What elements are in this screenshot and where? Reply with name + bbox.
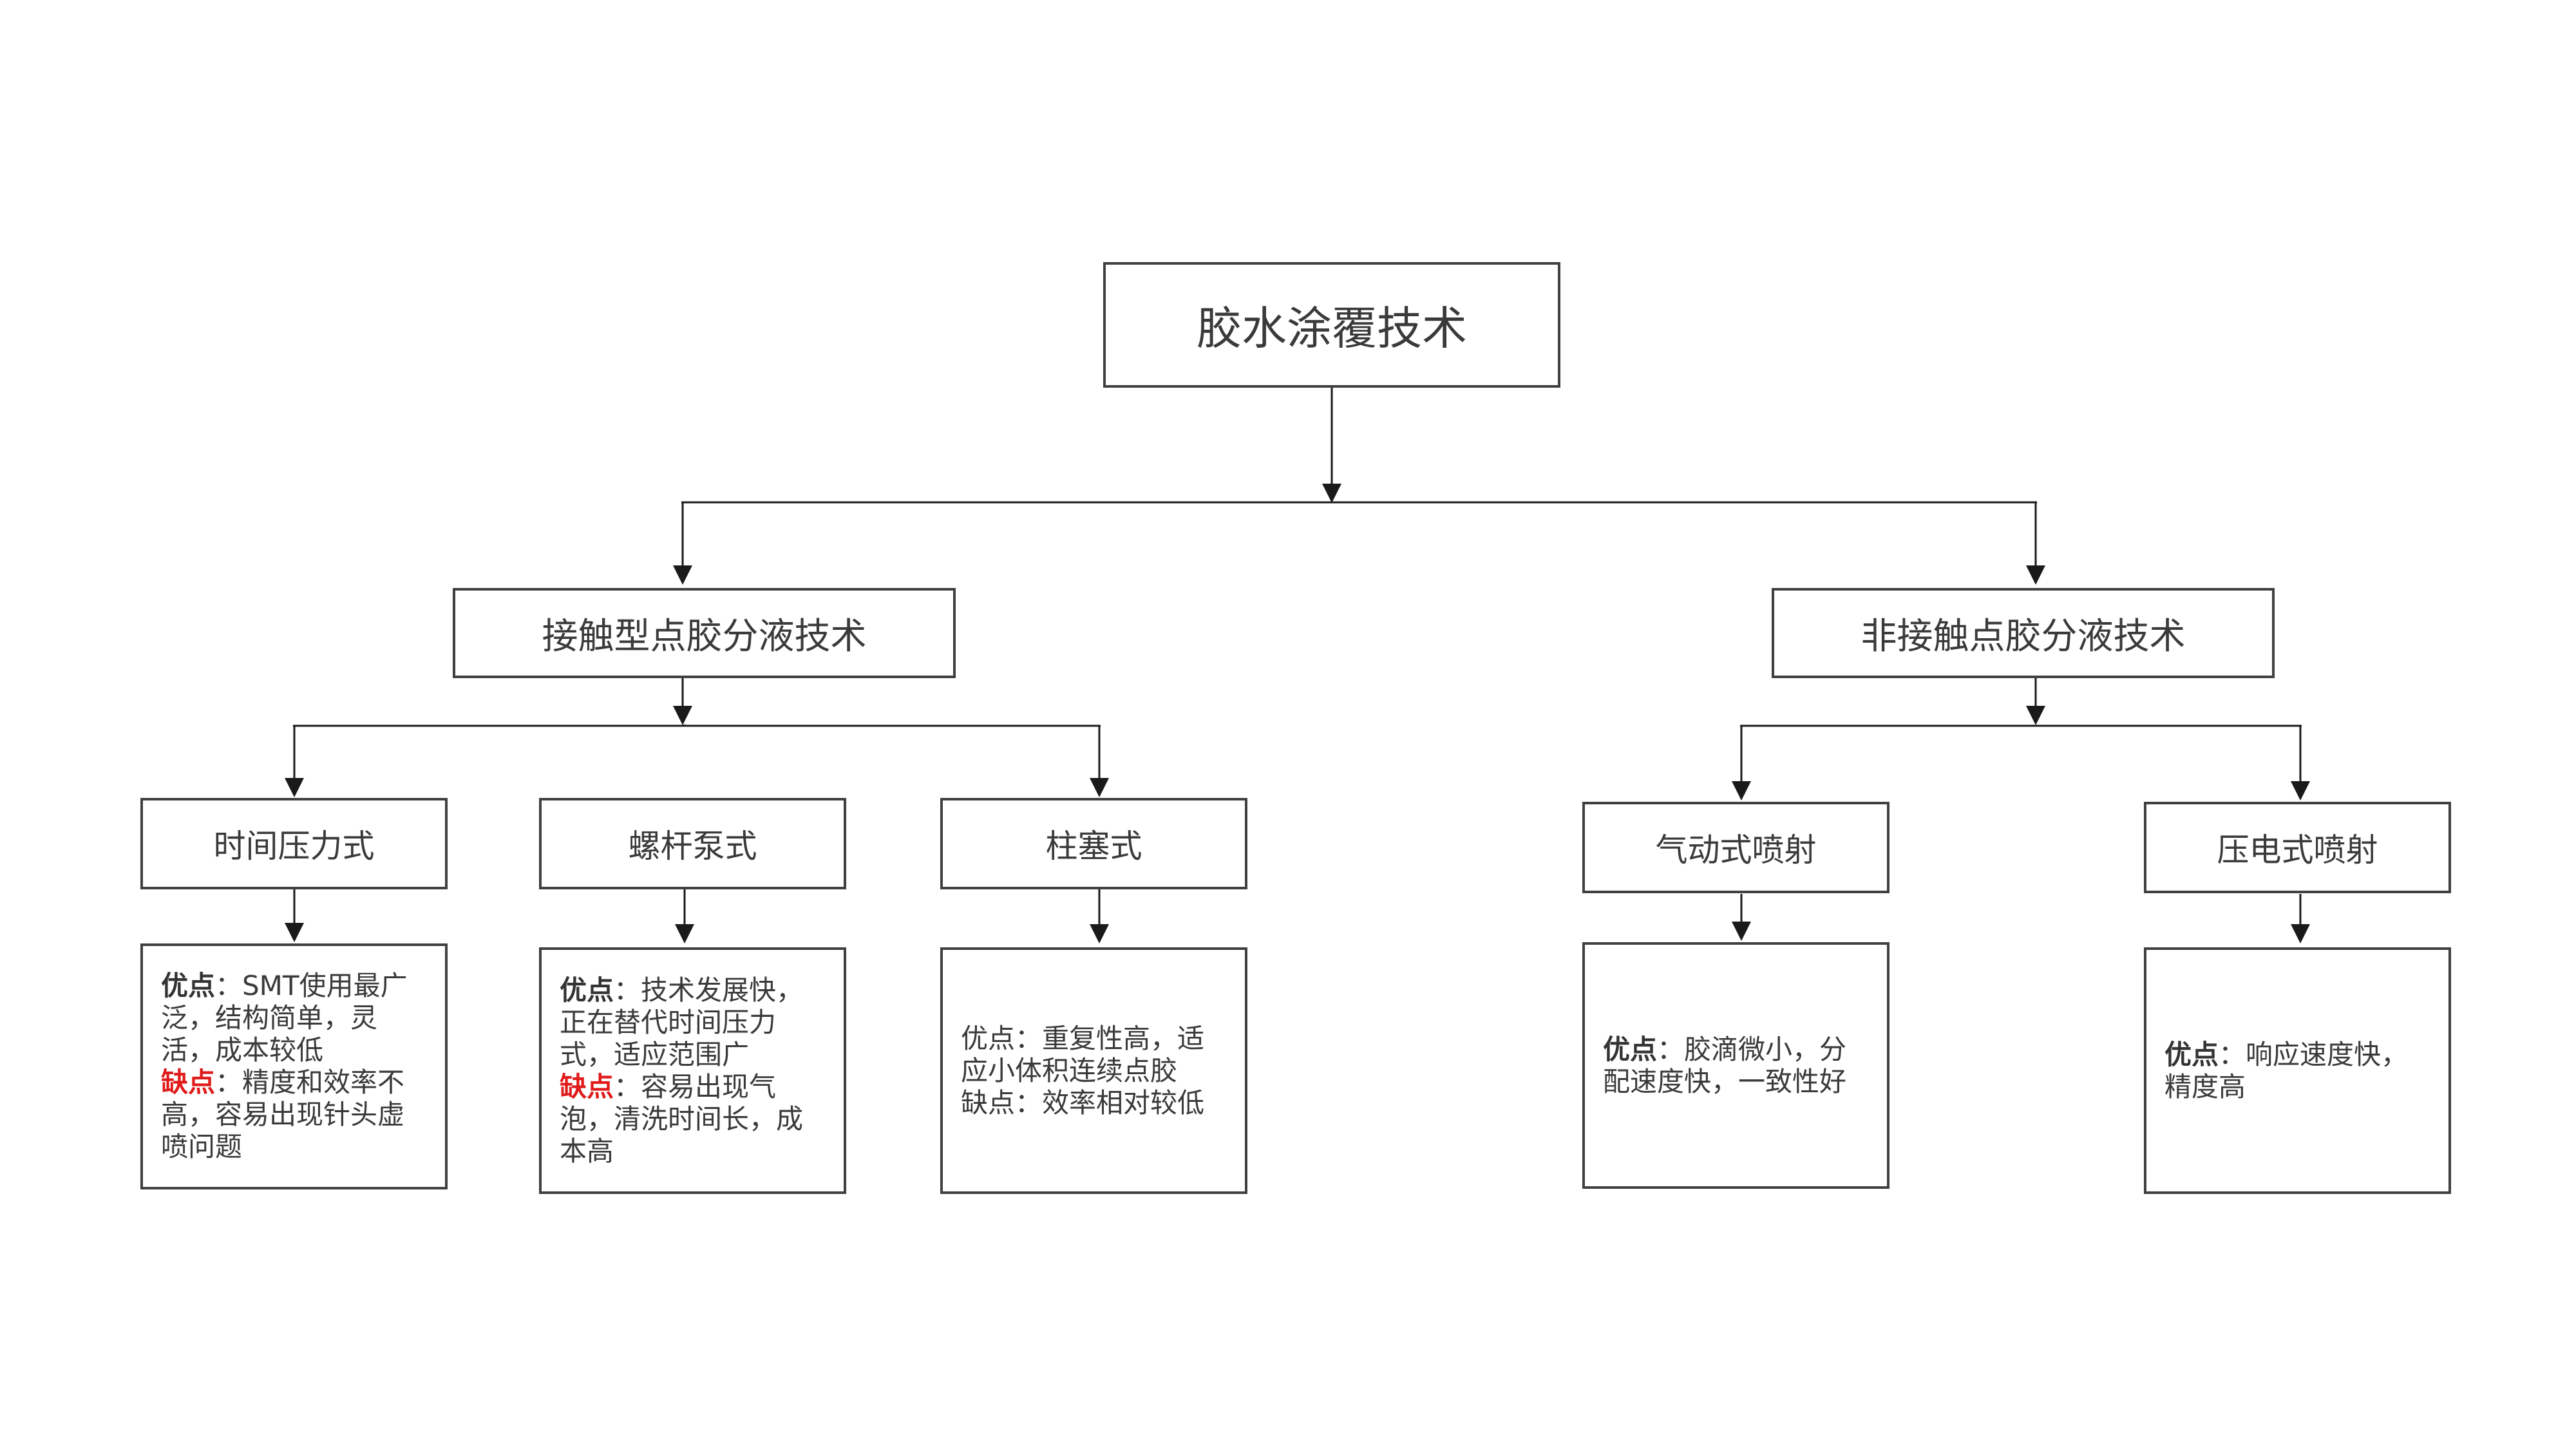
piston-info-text: 优点：重复性高，适应小体积连续点胶 缺点：效率相对较低 [961,1023,1227,1119]
time-pressure-info-text: 优点：SMT使用最广泛，结构简单，灵活，成本较低 缺点：精度和效率不高，容易出现… [161,970,427,1163]
pros-text: 优点：重复性高，适应小体积连续点胶 [961,1022,1205,1086]
cons-label: 缺点 [161,1066,216,1098]
time-pressure-info-box: 优点：SMT使用最广泛，结构简单，灵活，成本较低 缺点：精度和效率不高，容易出现… [140,943,448,1189]
piezo-info-text: 优点：响应速度快，精度高 [2164,1039,2430,1103]
pneumatic-info-text: 优点：胶滴微小，分配速度快，一致性好 [1603,1034,1869,1098]
piezo-info-box: 优点：响应速度快，精度高 [2144,947,2451,1194]
piston-info-box: 优点：重复性高，适应小体积连续点胶 缺点：效率相对较低 [940,947,1247,1194]
pros-text: ：技术发展快，正在替代时间压力式，适应范围广 [560,974,804,1070]
cons-text: ：容易出现气泡，清洗时间长，成本高 [560,1070,804,1167]
cons-text: ：精度和效率不高，容易出现针头虚喷问题 [161,1066,405,1162]
root-node: 胶水涂覆技术 [1103,262,1560,388]
cons-label: 缺点 [560,1070,614,1103]
time-pressure-node: 时间压力式 [140,798,448,889]
pneumatic-label: 气动式喷射 [1655,831,1817,869]
noncontact-branch-node: 非接触点胶分液技术 [1772,588,2275,678]
piston-node: 柱塞式 [940,798,1247,889]
contact-branch-node: 接触型点胶分液技术 [453,588,956,678]
pros-label: 优点 [1603,1033,1658,1065]
pros-label: 优点 [2164,1038,2219,1070]
screw-pump-node: 螺杆泵式 [539,798,846,889]
pneumatic-node: 气动式喷射 [1582,802,1889,893]
cons-text: 缺点：效率相对较低 [961,1086,1205,1119]
root-label: 胶水涂覆技术 [1197,302,1467,355]
pros-text: ：响应速度快，精度高 [2164,1038,2409,1103]
piezo-node: 压电式喷射 [2144,802,2451,893]
pros-label: 优点 [560,974,614,1006]
contact-branch-label: 接触型点胶分液技术 [542,615,867,658]
noncontact-branch-label: 非接触点胶分液技术 [1861,615,2186,658]
pros-text: ：胶滴微小，分配速度快，一致性好 [1603,1033,1847,1097]
piston-label: 柱塞式 [1045,828,1142,865]
time-pressure-label: 时间压力式 [213,828,375,865]
piezo-label: 压电式喷射 [2217,831,2378,869]
pros-text: ：SMT使用最广泛，结构简单，灵活，成本较低 [161,970,408,1066]
pros-label: 优点 [161,970,216,1001]
screw-pump-info-text: 优点：技术发展快，正在替代时间压力式，适应范围广 缺点：容易出现气泡，清洗时间长… [560,974,826,1168]
pneumatic-info-box: 优点：胶滴微小，分配速度快，一致性好 [1582,942,1889,1189]
screw-pump-label: 螺杆泵式 [628,828,757,865]
screw-pump-info-box: 优点：技术发展快，正在替代时间压力式，适应范围广 缺点：容易出现气泡，清洗时间长… [539,947,846,1194]
